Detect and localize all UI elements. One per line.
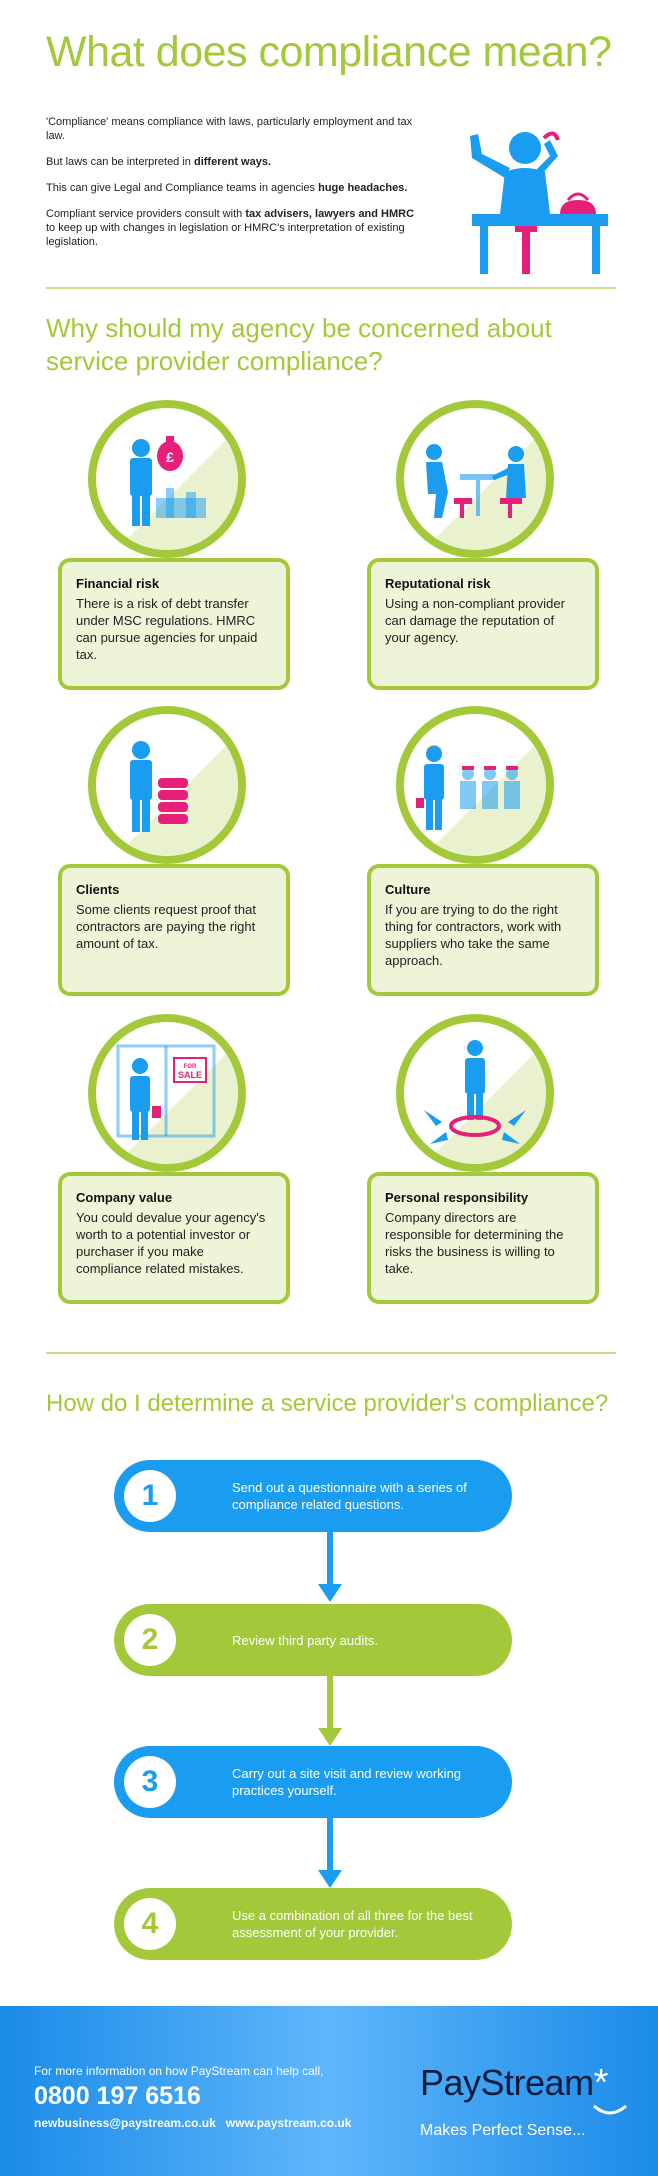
step-4: 4 Use a combination of all three for the… [114, 1888, 512, 1960]
intro-paragraph: 'Compliance' means compliance with laws,… [46, 116, 413, 142]
section-heading: Why should my agency be concerned about … [46, 313, 552, 376]
step-text: Review third party audits. [232, 1632, 378, 1648]
brand-logo: PayStream* [420, 2062, 609, 2104]
intro-text: 'Compliance' means compliance with laws,… [46, 115, 416, 261]
footer-contact: newbusiness@paystream.co.uk www.paystrea… [34, 2116, 351, 2130]
money-bag-icon: £ [130, 436, 206, 526]
divider [46, 287, 616, 289]
section-heading: How do I determine a service provider's … [46, 1390, 609, 1417]
arrow-down-icon [318, 1818, 342, 1888]
financial-risk-illustration: £ [88, 400, 246, 558]
footer-info: For more information on how PayStream ca… [34, 2064, 324, 2078]
intro-paragraph: This can give Legal and Compliance teams… [46, 182, 408, 194]
culture-illustration [396, 706, 554, 864]
divider [46, 1352, 616, 1354]
intro-paragraph: Compliant service providers consult with… [46, 208, 415, 248]
reputational-risk-illustration [396, 400, 554, 558]
step-number: 4 [124, 1898, 176, 1950]
arrow-down-icon [318, 1532, 342, 1602]
target-person-icon [424, 1040, 526, 1144]
person-on-phone-icon [470, 131, 608, 274]
svg-text:£: £ [166, 449, 174, 465]
arrow-down-icon [318, 1676, 342, 1746]
for-sale-icon: FOR SALE [116, 1044, 216, 1140]
email-link[interactable]: newbusiness@paystream.co.uk [34, 2116, 216, 2130]
step-1: 1 Send out a questionnaire with a series… [114, 1460, 512, 1532]
card-title: Clients [76, 882, 120, 897]
step-number: 1 [124, 1470, 176, 1522]
step-text: Use a combination of all three for the b… [232, 1908, 473, 1940]
intro-paragraph: But laws can be interpreted in different… [46, 156, 272, 168]
step-number: 3 [124, 1756, 176, 1808]
card-personal-responsibility: Personal responsibility Company director… [367, 1172, 599, 1304]
card-title: Personal responsibility [385, 1190, 529, 1205]
smile-icon [593, 2104, 627, 2115]
card-company-value: Company value You could devalue your age… [58, 1172, 290, 1304]
step-2: 2 Review third party audits. [114, 1604, 512, 1676]
website-link[interactable]: www.paystream.co.uk [225, 2116, 352, 2130]
company-value-illustration: FOR SALE [88, 1014, 246, 1172]
phone-number[interactable]: 0800 197 6516 [34, 2082, 201, 2110]
team-icon [416, 745, 520, 830]
card-text: You could devalue your agency's worth to… [76, 1210, 266, 1276]
card-text: Company directors are responsible for de… [385, 1210, 564, 1276]
card-clients: Clients Some clients request proof that … [58, 864, 290, 996]
step-text: Carry out a site visit and review workin… [232, 1766, 462, 1798]
personal-responsibility-illustration [396, 1014, 554, 1172]
card-text: Some clients request proof that contract… [76, 902, 256, 951]
clients-illustration [88, 706, 246, 864]
sale-sign-text: FOR [184, 1064, 197, 1070]
card-culture: Culture If you are trying to do the righ… [367, 864, 599, 996]
card-text: Using a non-compliant provider can damag… [385, 596, 565, 645]
step-number: 2 [124, 1614, 176, 1666]
sale-sign-text: SALE [178, 1070, 202, 1080]
footer: For more information on how PayStream ca… [0, 2006, 658, 2176]
card-title: Culture [385, 882, 431, 897]
page-title: What does compliance mean? [46, 28, 612, 76]
coins-stack-icon [130, 741, 188, 832]
star-icon: * [593, 2062, 609, 2104]
card-text: There is a risk of debt transfer under M… [76, 596, 258, 662]
card-title: Company value [76, 1190, 173, 1205]
card-reputational-risk: Reputational risk Using a non-compliant … [367, 558, 599, 690]
card-title: Financial risk [76, 576, 160, 591]
card-title: Reputational risk [385, 576, 491, 591]
meeting-icon [426, 444, 526, 518]
card-text: If you are trying to do the right thing … [385, 902, 562, 968]
step-3: 3 Carry out a site visit and review work… [114, 1746, 512, 1818]
step-text: Send out a questionnaire with a series o… [232, 1480, 467, 1512]
card-financial-risk: Financial risk There is a risk of debt t… [58, 558, 290, 690]
tagline: Makes Perfect Sense... [420, 2122, 586, 2139]
